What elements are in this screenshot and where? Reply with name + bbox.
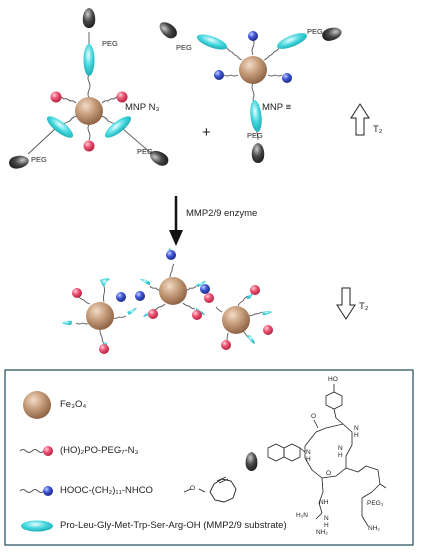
t2-down-label: T₂	[359, 301, 369, 312]
peg-cap	[8, 154, 30, 170]
legend-icons	[19, 391, 53, 532]
fe3o4-particle	[239, 56, 267, 84]
hydroxyl-label: HO	[328, 376, 338, 383]
guanidine-n: N	[324, 515, 329, 522]
alkyne-ball	[200, 284, 210, 294]
legend-substrate-icon	[21, 520, 53, 532]
t2-increase-arrow	[350, 103, 370, 136]
amide-h: H	[306, 456, 311, 463]
peg-cap	[82, 8, 96, 28]
guanidine-nh2: NH₂	[316, 529, 328, 536]
ether-oxygen: O	[190, 485, 196, 492]
t2-decrease-arrow	[336, 287, 356, 320]
cleaved-substrate	[196, 281, 206, 287]
legend-box	[4, 369, 414, 546]
cleaved-substrate	[262, 311, 272, 315]
carbonyl-o: O	[326, 470, 332, 477]
legend-azide-icon	[19, 446, 53, 456]
fe3o4-particle	[86, 302, 114, 330]
amide-n: N	[306, 449, 311, 456]
azide-ball	[83, 140, 95, 152]
guanidine-h: H	[324, 522, 329, 529]
peg-cap	[156, 18, 180, 42]
amide-h: H	[338, 452, 343, 459]
peg-label: PEG	[176, 43, 192, 52]
cyclooctyne-structure	[183, 476, 237, 503]
peg-cap	[320, 25, 344, 43]
alkyne-ball	[282, 73, 292, 83]
legend-alkyne-label: HOOC-(CH₂)₁₁-NHCO	[60, 485, 153, 496]
cleaved-substrate	[100, 278, 110, 287]
mnp-alkyne-particle-group	[156, 18, 344, 163]
mnp-azide-label: MNP N₃	[125, 102, 160, 113]
amide-h: H	[354, 432, 359, 439]
plus-sign: +	[202, 124, 211, 141]
legend-fe3o4-icon	[23, 391, 51, 419]
alkyne-ball	[116, 292, 126, 302]
alkyne-ball	[135, 291, 145, 301]
legend-fe3o4-label: Fe₃O₄	[60, 399, 87, 410]
substrate-peptide	[250, 100, 262, 132]
amide-n: N	[338, 445, 343, 452]
alkyne-ball	[166, 250, 176, 260]
terminal-amine: NH₂	[368, 525, 380, 532]
substrate-peptide	[104, 116, 132, 138]
cleaved-substrate	[62, 320, 72, 325]
clustered-mnp-aggregate	[62, 248, 273, 354]
peg3-label: PEG₃	[367, 500, 384, 507]
legend-alkyne-icon	[19, 486, 53, 496]
peg-cap	[251, 143, 265, 163]
azide-ball	[72, 288, 82, 298]
azide-ball	[204, 293, 214, 303]
carbonyl-o: O	[311, 413, 317, 420]
peg-label: PEG	[137, 147, 153, 156]
legend-substrate-label: Pro-Leu-Gly-Met-Trp-Ser-Arg-OH (MMP2/9 s…	[60, 520, 287, 531]
azide-ball	[148, 309, 158, 319]
azide-ball	[263, 325, 273, 335]
alkyne-ball	[248, 31, 258, 41]
guanidine-h2n: H₂N	[296, 512, 308, 519]
enzyme-label: MMP2/9 enzyme	[186, 208, 258, 219]
cyclic-peptide-structure	[267, 384, 387, 527]
amide-n: N	[354, 425, 359, 432]
mnp-azide-particle-group	[8, 8, 171, 170]
substrate-peptide	[46, 116, 74, 138]
mnp-alkyne-label: MNP ≡	[262, 102, 292, 113]
cleaved-substrate	[247, 335, 255, 344]
cleaved-substrate	[127, 308, 137, 315]
cleaved-substrate	[140, 279, 150, 285]
azide-ball	[192, 310, 202, 320]
guanidine-nh: NH	[319, 499, 329, 506]
peg-label: PEG	[307, 27, 323, 36]
enzyme-reaction-arrow	[169, 196, 183, 246]
substrate-peptide	[277, 33, 307, 49]
peg-label: PEG	[102, 39, 118, 48]
azide-ball	[99, 344, 109, 354]
fe3o4-particle	[75, 97, 103, 125]
fe3o4-particle	[159, 277, 187, 305]
legend-azide-label: (HO)₂PO-PEG₇-N₃	[60, 445, 139, 456]
peg-label: PEG	[247, 131, 263, 140]
azide-ball	[221, 340, 231, 350]
peg-label: PEG	[31, 155, 47, 164]
substrate-peptide	[196, 34, 228, 50]
t2-up-label: T₂	[373, 124, 383, 135]
fe3o4-particle	[222, 306, 250, 334]
azide-ball	[116, 91, 128, 103]
azide-ball	[50, 91, 62, 103]
alkyne-ball	[214, 70, 224, 80]
substrate-peptide	[83, 44, 95, 76]
azide-ball	[250, 285, 260, 295]
